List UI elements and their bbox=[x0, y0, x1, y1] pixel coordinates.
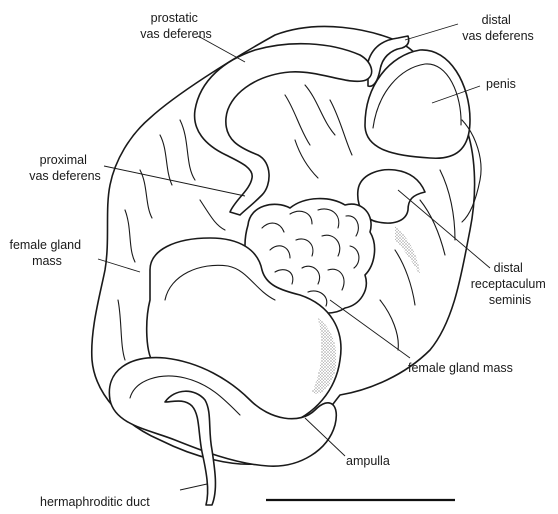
label-penis: penis bbox=[486, 77, 516, 91]
label-hermaphroditic-duct: hermaphroditic duct bbox=[40, 495, 150, 509]
label-female-gland-mass-left: female gland mass bbox=[9, 238, 84, 268]
label-ampulla: ampulla bbox=[346, 454, 390, 468]
label-proximal-vas-deferens: proximal vas deferens bbox=[29, 153, 101, 183]
label-distal-vas-deferens: distal vas deferens bbox=[462, 13, 534, 43]
label-female-gland-mass-right: female gland mass bbox=[408, 361, 513, 375]
label-prostatic-vas-deferens: prostatic vas deferens bbox=[140, 11, 212, 41]
label-distal-receptaculum-seminis: distal receptaculum seminis bbox=[471, 261, 550, 307]
